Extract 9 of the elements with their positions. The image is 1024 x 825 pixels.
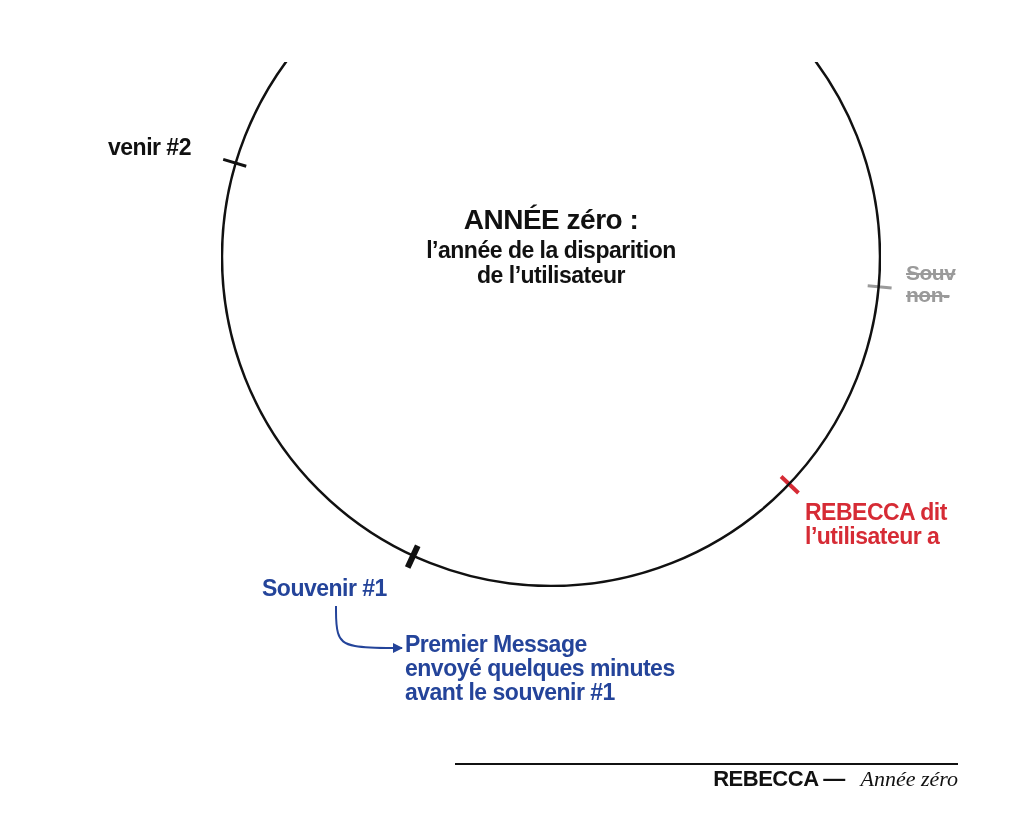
circle-description: l’année de la disparition de l’utilisateur (425, 238, 677, 287)
tick-label: venir #2 (108, 135, 192, 160)
tick-label: REBECCA dit l’utilisateur a (805, 500, 948, 549)
footer-credit: REBECCA — Année zéro (712, 767, 958, 791)
annotation-text: Premier Message envoyé quelques minutes avant le souvenir #1 (405, 632, 676, 705)
tick-label: Souv non- (906, 262, 957, 307)
annotation-text: Souvenir #1 (262, 576, 388, 601)
curved-arrow (335, 605, 403, 653)
circle-heading: ANNÉE zéro : (462, 205, 640, 235)
